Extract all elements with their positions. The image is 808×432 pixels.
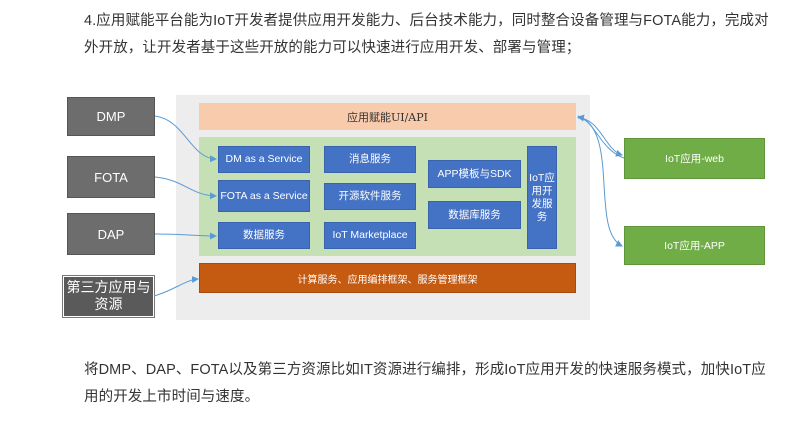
source-dap: DAP bbox=[67, 213, 155, 255]
compute-layer: 计算服务、应用编排框架、服务管理框架 bbox=[199, 263, 576, 293]
service-marketplace: IoT Marketplace bbox=[324, 222, 416, 249]
service-iot-app-dev: IoT应用开发服务 bbox=[527, 146, 557, 249]
source-fota: FOTA bbox=[67, 156, 155, 198]
service-open-source: 开源软件服务 bbox=[324, 183, 416, 210]
service-database: 数据库服务 bbox=[428, 201, 521, 229]
service-message: 消息服务 bbox=[324, 146, 416, 173]
service-dm: DM as a Service bbox=[218, 146, 310, 173]
output-iot-web: IoT应用-web bbox=[624, 138, 765, 179]
service-data: 数据服务 bbox=[218, 222, 310, 249]
intro-paragraph: 4.应用赋能平台能为IoT开发者提供应用开发能力、后台技术能力，同时整合设备管理… bbox=[84, 13, 769, 56]
service-app-sdk: APP模板与SDK bbox=[428, 160, 521, 188]
ui-api-layer: 应用赋能UI/API bbox=[199, 103, 576, 130]
outro-paragraph: 将DMP、DAP、FOTA以及第三方资源比如IT资源进行编排，形成IoT应用开发… bbox=[84, 362, 766, 405]
source-third-party: 第三方应用与资源 bbox=[62, 275, 155, 318]
output-iot-app: IoT应用-APP bbox=[624, 226, 765, 265]
service-fota: FOTA as a Service bbox=[218, 180, 310, 212]
source-dmp: DMP bbox=[67, 97, 155, 136]
